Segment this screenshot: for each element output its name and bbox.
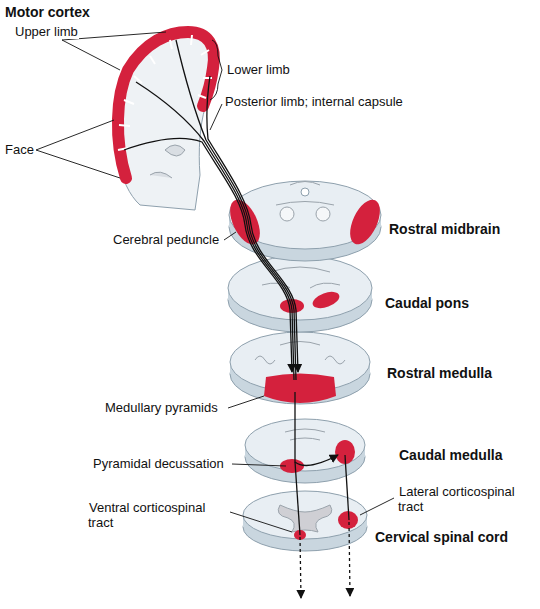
fibre — [207, 76, 298, 372]
label: Cerebral peduncle — [112, 232, 220, 247]
ventral-fibre — [295, 462, 300, 535]
section-label: Rostral midbrain — [388, 221, 501, 237]
leader-line — [210, 104, 222, 130]
lateral-fibre — [345, 455, 349, 520]
section-face — [245, 419, 365, 471]
brain-section — [116, 30, 218, 210]
section-face — [228, 256, 372, 320]
fibre — [124, 138, 292, 372]
aqueduct — [301, 188, 309, 196]
lateral-fibre — [295, 392, 338, 465]
structure-label: Posterior limb; internal capsule — [224, 94, 404, 109]
section-label: Cervical spinal cord — [374, 529, 509, 545]
leader-line — [360, 498, 394, 515]
section-label: Caudal medulla — [398, 447, 503, 463]
label: Lower limb — [226, 62, 291, 77]
structure-label: Ventral corticospinal tract — [88, 500, 205, 530]
motor-cortex-red — [118, 32, 214, 178]
leader-line — [228, 396, 264, 408]
leader-line — [224, 232, 236, 240]
midbrain-detail — [276, 182, 334, 206]
structure-label: Face — [4, 142, 35, 157]
bracket — [36, 120, 120, 178]
deep-structure — [150, 145, 185, 178]
lateral-fibre-dashed — [349, 522, 350, 596]
red-nucleus — [316, 207, 330, 221]
gray-matter — [278, 505, 332, 532]
structure-label: Pyramidal decussation — [92, 456, 225, 471]
fibre — [176, 40, 296, 380]
label: Medullary pyramids — [104, 400, 219, 415]
label: Face — [4, 142, 35, 157]
structure-label: Lower limb — [226, 62, 291, 77]
label: Pyramidal decussation — [92, 456, 225, 471]
red-nucleus — [280, 207, 294, 221]
caudal-pons-section — [228, 256, 372, 332]
label: Posterior limb; internal capsule — [224, 94, 404, 109]
label: Ventral corticospinal tract — [88, 500, 228, 530]
leader-line — [232, 464, 286, 466]
bracket — [210, 40, 222, 100]
structure-label: Upper limb — [14, 24, 79, 39]
section-label: Motor cortex — [4, 4, 91, 20]
fibre — [136, 82, 294, 380]
label: Caudal medulla — [398, 448, 503, 463]
leader-line — [230, 512, 292, 532]
label: Lateral corticospinal tract — [398, 484, 536, 514]
nucleus-outline — [285, 429, 325, 440]
tract-red — [310, 289, 341, 312]
ventral-fibre-dashed — [300, 537, 301, 598]
pyramids-red — [264, 374, 336, 404]
caudal-medulla-section — [245, 419, 365, 483]
structure-label: Cerebral peduncle — [112, 232, 220, 247]
label: Rostral midbrain — [388, 222, 501, 237]
structure-label: Medullary pyramids — [104, 400, 219, 415]
label: Upper limb — [14, 24, 79, 39]
hemisphere-outline — [116, 30, 218, 210]
label: Caudal pons — [384, 296, 470, 311]
section-label: Caudal pons — [384, 295, 470, 311]
olive-outline — [255, 342, 345, 365]
label: Cervical spinal cord — [374, 530, 509, 545]
label: Motor cortex — [4, 5, 91, 20]
structure-label: Lateral corticospinal tract — [398, 484, 515, 514]
section-label: Rostral medulla — [386, 365, 493, 381]
rostral-medulla-section — [230, 332, 370, 404]
peduncle-red — [344, 195, 386, 249]
label: Rostral medulla — [386, 366, 493, 381]
